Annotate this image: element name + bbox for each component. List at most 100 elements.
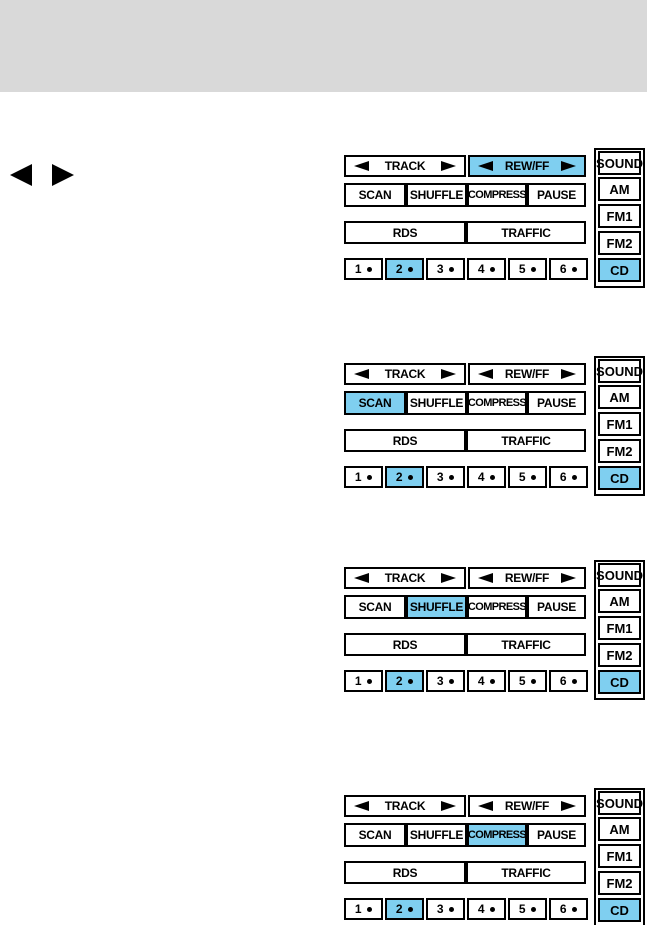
- sound-button[interactable]: SOUND: [596, 563, 643, 587]
- preset-6-button[interactable]: 6: [549, 466, 588, 488]
- fm2-button[interactable]: FM2: [598, 871, 641, 895]
- preset-1-button[interactable]: 1: [344, 898, 383, 920]
- dot-icon: [408, 474, 414, 480]
- rew-ff-button[interactable]: REW/FF: [468, 795, 586, 817]
- right-triangle-icon: [441, 369, 456, 379]
- track-button[interactable]: TRACK: [344, 363, 466, 385]
- preset-2-button[interactable]: 2: [385, 258, 424, 280]
- preset-5-button[interactable]: 5: [508, 670, 547, 692]
- fm1-button[interactable]: FM1: [598, 412, 641, 436]
- preset-1-button[interactable]: 1: [344, 466, 383, 488]
- preset-label: 2: [395, 674, 403, 688]
- am-button[interactable]: AM: [598, 817, 641, 841]
- compress-button[interactable]: COMPRESS: [467, 183, 527, 207]
- dot-icon: [490, 474, 496, 480]
- rew-ff-button[interactable]: REW/FF: [468, 155, 586, 177]
- cd-button[interactable]: CD: [598, 466, 641, 490]
- radio-panel-3: TRACK REW/FF SCAN SHUFFLE COMPRESS PAUSE…: [342, 560, 647, 700]
- left-triangle-icon: [354, 573, 369, 583]
- scan-button[interactable]: SCAN: [344, 183, 406, 207]
- compress-button[interactable]: COMPRESS: [467, 391, 527, 415]
- dot-icon: [531, 474, 537, 480]
- rew-ff-button[interactable]: REW/FF: [468, 567, 586, 589]
- right-triangle-icon: [441, 161, 456, 171]
- fm2-button[interactable]: FM2: [598, 231, 641, 255]
- shuffle-button[interactable]: SHUFFLE: [406, 595, 467, 619]
- preset-3-button[interactable]: 3: [426, 466, 465, 488]
- pause-button[interactable]: PAUSE: [527, 391, 586, 415]
- sound-button[interactable]: SOUND: [596, 791, 643, 815]
- rds-button[interactable]: RDS: [344, 429, 466, 452]
- rew-ff-button[interactable]: REW/FF: [468, 363, 586, 385]
- cd-button[interactable]: CD: [598, 898, 641, 922]
- traffic-button[interactable]: TRAFFIC: [466, 861, 586, 884]
- preset-label: 3: [436, 902, 444, 916]
- preset-5-button[interactable]: 5: [508, 466, 547, 488]
- preset-5-button[interactable]: 5: [508, 258, 547, 280]
- preset-4-button[interactable]: 4: [467, 670, 506, 692]
- preset-4-button[interactable]: 4: [467, 258, 506, 280]
- scan-button[interactable]: SCAN: [344, 823, 406, 847]
- shuffle-button[interactable]: SHUFFLE: [406, 391, 467, 415]
- seek-arrows-illustration: [8, 162, 78, 188]
- track-button[interactable]: TRACK: [344, 155, 466, 177]
- preset-4-button[interactable]: 4: [467, 898, 506, 920]
- am-button[interactable]: AM: [598, 589, 641, 613]
- dot-icon: [367, 474, 373, 480]
- fm1-button[interactable]: FM1: [598, 616, 641, 640]
- source-column: SOUND AM FM1 FM2 CD: [594, 788, 645, 925]
- scan-button[interactable]: SCAN: [344, 391, 406, 415]
- sound-button[interactable]: SOUND: [596, 359, 643, 383]
- right-triangle-icon: [52, 164, 74, 186]
- traffic-button[interactable]: TRAFFIC: [466, 633, 586, 656]
- compress-button[interactable]: COMPRESS: [467, 823, 527, 847]
- right-triangle-icon: [441, 573, 456, 583]
- preset-label: 3: [436, 262, 444, 276]
- rds-button[interactable]: RDS: [344, 221, 466, 244]
- preset-label: 5: [518, 470, 526, 484]
- track-button[interactable]: TRACK: [344, 795, 466, 817]
- am-button[interactable]: AM: [598, 385, 641, 409]
- preset-label: 6: [559, 674, 567, 688]
- preset-label: 1: [354, 674, 362, 688]
- right-triangle-icon: [441, 801, 456, 811]
- dot-icon: [572, 474, 578, 480]
- sound-button[interactable]: SOUND: [596, 151, 643, 175]
- fm2-button[interactable]: FM2: [598, 439, 641, 463]
- dot-icon: [449, 474, 455, 480]
- rds-button[interactable]: RDS: [344, 633, 466, 656]
- dot-icon: [572, 678, 578, 684]
- traffic-button[interactable]: TRAFFIC: [466, 221, 586, 244]
- pause-button[interactable]: PAUSE: [527, 183, 586, 207]
- preset-3-button[interactable]: 3: [426, 670, 465, 692]
- preset-label: 2: [395, 902, 403, 916]
- fm1-button[interactable]: FM1: [598, 844, 641, 868]
- preset-6-button[interactable]: 6: [549, 898, 588, 920]
- fm1-button[interactable]: FM1: [598, 204, 641, 228]
- pause-button[interactable]: PAUSE: [527, 595, 586, 619]
- fm2-button[interactable]: FM2: [598, 643, 641, 667]
- track-button[interactable]: TRACK: [344, 567, 466, 589]
- shuffle-button[interactable]: SHUFFLE: [406, 183, 467, 207]
- preset-2-button[interactable]: 2: [385, 898, 424, 920]
- dot-icon: [490, 906, 496, 912]
- traffic-button[interactable]: TRAFFIC: [466, 429, 586, 452]
- pause-button[interactable]: PAUSE: [527, 823, 586, 847]
- preset-5-button[interactable]: 5: [508, 898, 547, 920]
- cd-button[interactable]: CD: [598, 670, 641, 694]
- rds-button[interactable]: RDS: [344, 861, 466, 884]
- preset-6-button[interactable]: 6: [549, 670, 588, 692]
- preset-3-button[interactable]: 3: [426, 258, 465, 280]
- preset-6-button[interactable]: 6: [549, 258, 588, 280]
- shuffle-button[interactable]: SHUFFLE: [406, 823, 467, 847]
- preset-2-button[interactable]: 2: [385, 670, 424, 692]
- preset-1-button[interactable]: 1: [344, 258, 383, 280]
- preset-1-button[interactable]: 1: [344, 670, 383, 692]
- preset-2-button[interactable]: 2: [385, 466, 424, 488]
- compress-button[interactable]: COMPRESS: [467, 595, 527, 619]
- am-button[interactable]: AM: [598, 177, 641, 201]
- preset-4-button[interactable]: 4: [467, 466, 506, 488]
- scan-button[interactable]: SCAN: [344, 595, 406, 619]
- preset-3-button[interactable]: 3: [426, 898, 465, 920]
- cd-button[interactable]: CD: [598, 258, 641, 282]
